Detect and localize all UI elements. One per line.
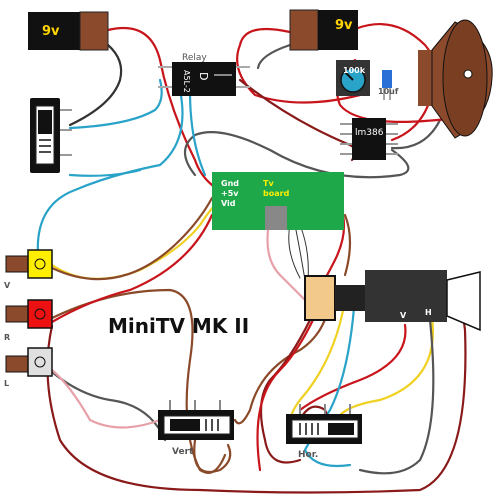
pot-vert: Vert: [158, 400, 234, 457]
crt-pin-h: H: [425, 308, 432, 317]
crt-socket: [304, 275, 336, 321]
rca-jack-right: R: [4, 299, 53, 342]
wire-battery-right-to-amp: [236, 27, 362, 104]
wire-board-right-brown: [343, 213, 352, 277]
amplifier-chip: lm386: [340, 118, 398, 160]
wire-battery-right-return: [256, 43, 292, 70]
crt-tube: V H: [304, 270, 481, 332]
battery-left-label: 9v: [42, 24, 60, 39]
pot-hor: Hor.: [286, 404, 362, 460]
crt-neck: [335, 285, 365, 311]
rca-jack-left: L: [4, 347, 53, 388]
diagram-title: MiniTV MK II: [108, 314, 249, 338]
wire-video-yellow: [50, 203, 217, 280]
wire-crt-brown: [233, 288, 332, 425]
wire-blue-relay-2: [188, 90, 207, 177]
wire-amp-to-board-gray: [183, 131, 410, 179]
crt-screen: [446, 271, 481, 332]
rca-jack-right-label: R: [4, 333, 10, 342]
wire-speaker-2: [390, 118, 442, 150]
tv-board-pin-5v: +5v: [221, 189, 239, 198]
wire-fine-3: [299, 224, 309, 281]
wire-crt-red-2: [256, 303, 322, 472]
relay-part-text: A5L-2: [182, 70, 191, 93]
tv-board-title-line2: board: [263, 189, 290, 198]
relay-label: Relay: [182, 53, 207, 63]
pot-vert-label: Vert: [172, 447, 194, 457]
potentiometer-label: 100k: [343, 66, 366, 75]
capacitor-label: 10uf: [378, 87, 399, 96]
tv-board-connector: [265, 206, 287, 230]
wire-pink-jack-l: [50, 368, 162, 429]
battery-left: 9v: [28, 11, 109, 51]
tv-board-pin-vid: Vid: [221, 199, 236, 208]
capacitor: 10uf: [378, 70, 399, 100]
wire-battery-left-to-relay: [106, 26, 214, 187]
power-switch: [30, 98, 72, 173]
speaker: [418, 19, 493, 139]
crt-body: [365, 270, 447, 322]
rca-jack-left-label: L: [4, 379, 9, 388]
wire-pink-board-to-crt: [266, 228, 307, 302]
amplifier-label: lm386: [355, 128, 384, 138]
potentiometer-volume: 100k: [336, 60, 370, 96]
wire-blue-switch: [68, 78, 163, 130]
relay: Relay A5L-2 D: [158, 53, 250, 96]
wire-crt-v-red: [298, 323, 407, 412]
tv-board-pin-gnd: Gnd: [221, 179, 239, 188]
rca-jack-video: V: [4, 249, 53, 290]
wire-battery-left-ground: [68, 43, 123, 127]
pot-hor-label: Hor.: [298, 450, 318, 460]
wire-gray-jack-l: [50, 370, 167, 442]
crt-pin-v: V: [400, 311, 407, 320]
wire-brown-jack-v: [50, 196, 214, 281]
wire-blue-relay-to-video: [36, 88, 184, 257]
wire-darkred-jack: [46, 293, 467, 494]
wire-blue-switch-2: [68, 168, 142, 177]
relay-symbol: D: [197, 72, 210, 80]
rca-jack-video-label: V: [4, 281, 11, 290]
battery-right-label: 9v: [335, 18, 353, 33]
battery-right: 9v: [289, 9, 358, 51]
tv-board: Gnd +5v Vid Tv board: [212, 172, 344, 230]
wire-red-jack-r: [50, 213, 214, 324]
tv-board-title-line1: Tv: [263, 179, 274, 188]
wire-fine-1: [288, 224, 301, 279]
wire-vert-brown-loop: [193, 438, 232, 473]
wire-crt-gray: [358, 318, 435, 475]
